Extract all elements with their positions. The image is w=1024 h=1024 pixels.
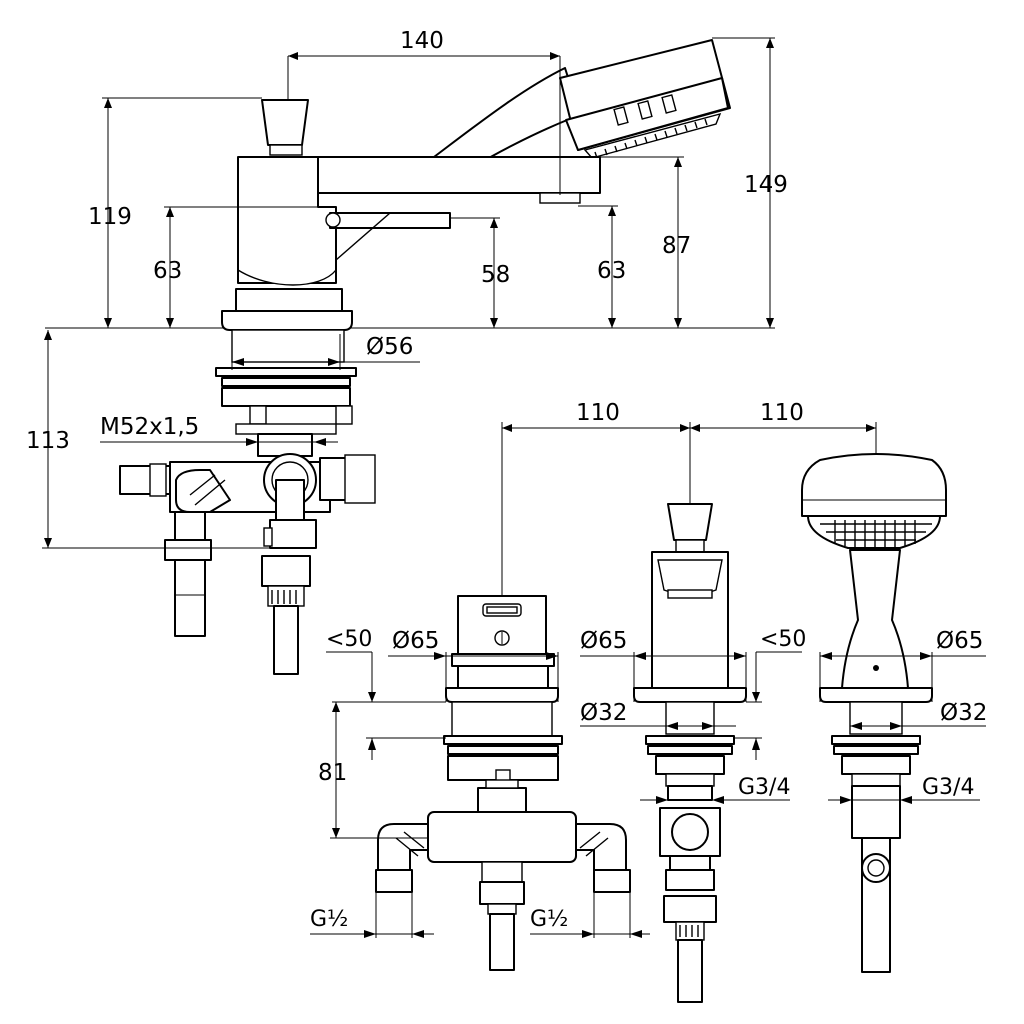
mixer-body bbox=[237, 156, 337, 284]
faucet-side-view: 140 149 119 63 58 63 87 113 Ø5 bbox=[26, 28, 788, 675]
dim-label-o32-a: Ø32 bbox=[580, 700, 627, 726]
mixer-lever bbox=[329, 212, 451, 229]
dim-label-81: 81 bbox=[318, 760, 347, 786]
dim-label-119: 119 bbox=[88, 204, 132, 230]
dim-label-g34-b: G3/4 bbox=[922, 775, 974, 800]
hand-shower-head bbox=[559, 39, 731, 159]
mixer-front bbox=[633, 503, 747, 1003]
diverter-knob bbox=[261, 99, 309, 156]
hand-shower-front bbox=[801, 453, 947, 973]
dim-label-g12-a: G½ bbox=[310, 907, 348, 932]
dim-label-g12-b: G½ bbox=[530, 907, 568, 932]
dim-label-149: 149 bbox=[744, 172, 788, 198]
dim-label-58: 58 bbox=[481, 262, 510, 288]
dim-label-63-right: 63 bbox=[597, 258, 626, 284]
base-ring-upper bbox=[235, 288, 343, 312]
front-view-dimensions: Ø65 <50 81 G½ G½ Ø65 bbox=[310, 627, 987, 938]
dim-label-o56: Ø56 bbox=[366, 334, 413, 360]
dim-label-110-left: 110 bbox=[576, 400, 620, 426]
spacing-dimensions: 110 110 bbox=[501, 400, 877, 598]
dim-label-140: 140 bbox=[400, 28, 444, 54]
dim-label-lt50-b: <50 bbox=[760, 627, 806, 652]
dim-label-87: 87 bbox=[662, 233, 691, 259]
dim-label-o65-c: Ø65 bbox=[936, 628, 983, 654]
dim-label-lt50-a: <50 bbox=[326, 627, 372, 652]
dim-label-o65-a: Ø65 bbox=[392, 628, 439, 654]
dim-label-g34-a: G3/4 bbox=[738, 775, 790, 800]
dim-label-o32-b: Ø32 bbox=[940, 700, 987, 726]
mounting-shank bbox=[231, 329, 345, 363]
diverter-unit bbox=[375, 595, 631, 971]
mounting-nut bbox=[221, 387, 351, 407]
mounting-washer bbox=[215, 367, 357, 377]
dim-label-63-left: 63 bbox=[153, 258, 182, 284]
dim-label-o65-b: Ø65 bbox=[580, 628, 627, 654]
dim-label-m52: M52x1,5 bbox=[100, 414, 199, 440]
dim-label-110-right: 110 bbox=[760, 400, 804, 426]
dim-label-113: 113 bbox=[26, 428, 70, 454]
base-ring-lower bbox=[221, 310, 353, 331]
connector-block bbox=[119, 433, 376, 675]
main-spout bbox=[314, 156, 601, 194]
